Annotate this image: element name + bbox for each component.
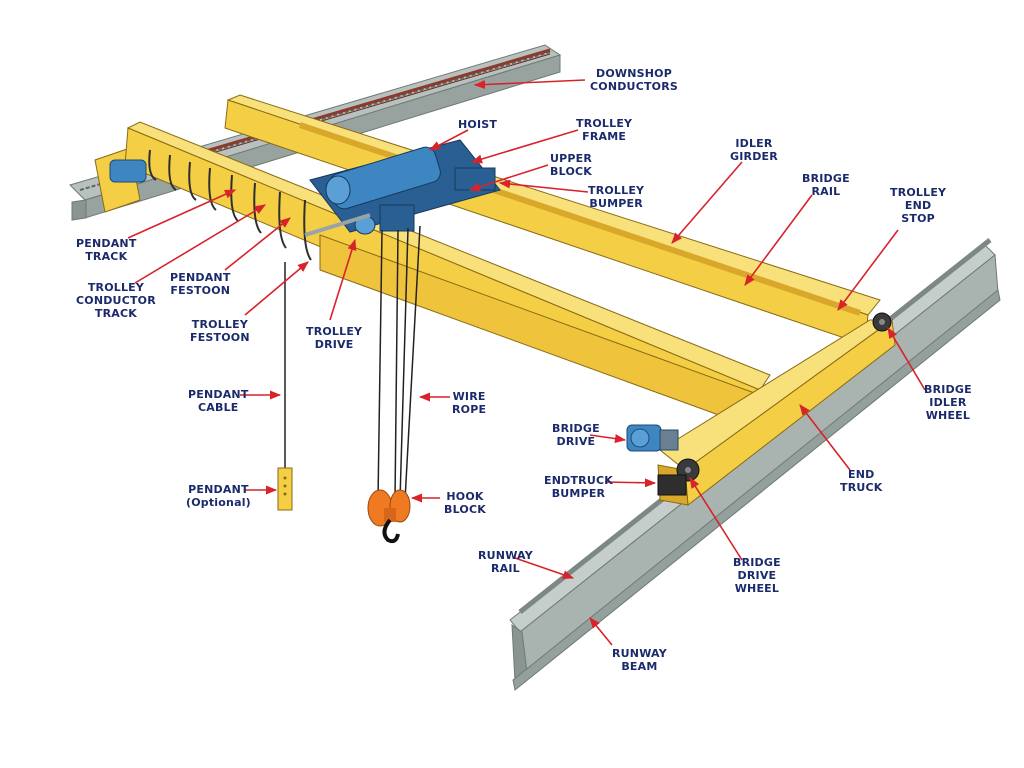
bridge-idler-wheel-shape <box>872 312 892 332</box>
endtruck-bumper-shape <box>657 474 687 496</box>
label-hoist: HOIST <box>458 118 498 131</box>
pendant-shape <box>277 262 293 511</box>
hook-block-shape <box>367 489 411 544</box>
callout-arrows <box>127 79 926 646</box>
label-pendant: PENDANT(Optional) <box>186 483 251 509</box>
bridge-drive-motor <box>626 424 679 452</box>
main-girder-shape <box>124 121 771 431</box>
pendant-festoon-shape <box>148 149 312 261</box>
pendant-track-arm <box>304 213 371 237</box>
rear-bridge-drive <box>109 159 147 183</box>
wire-rope-shape <box>377 225 421 501</box>
